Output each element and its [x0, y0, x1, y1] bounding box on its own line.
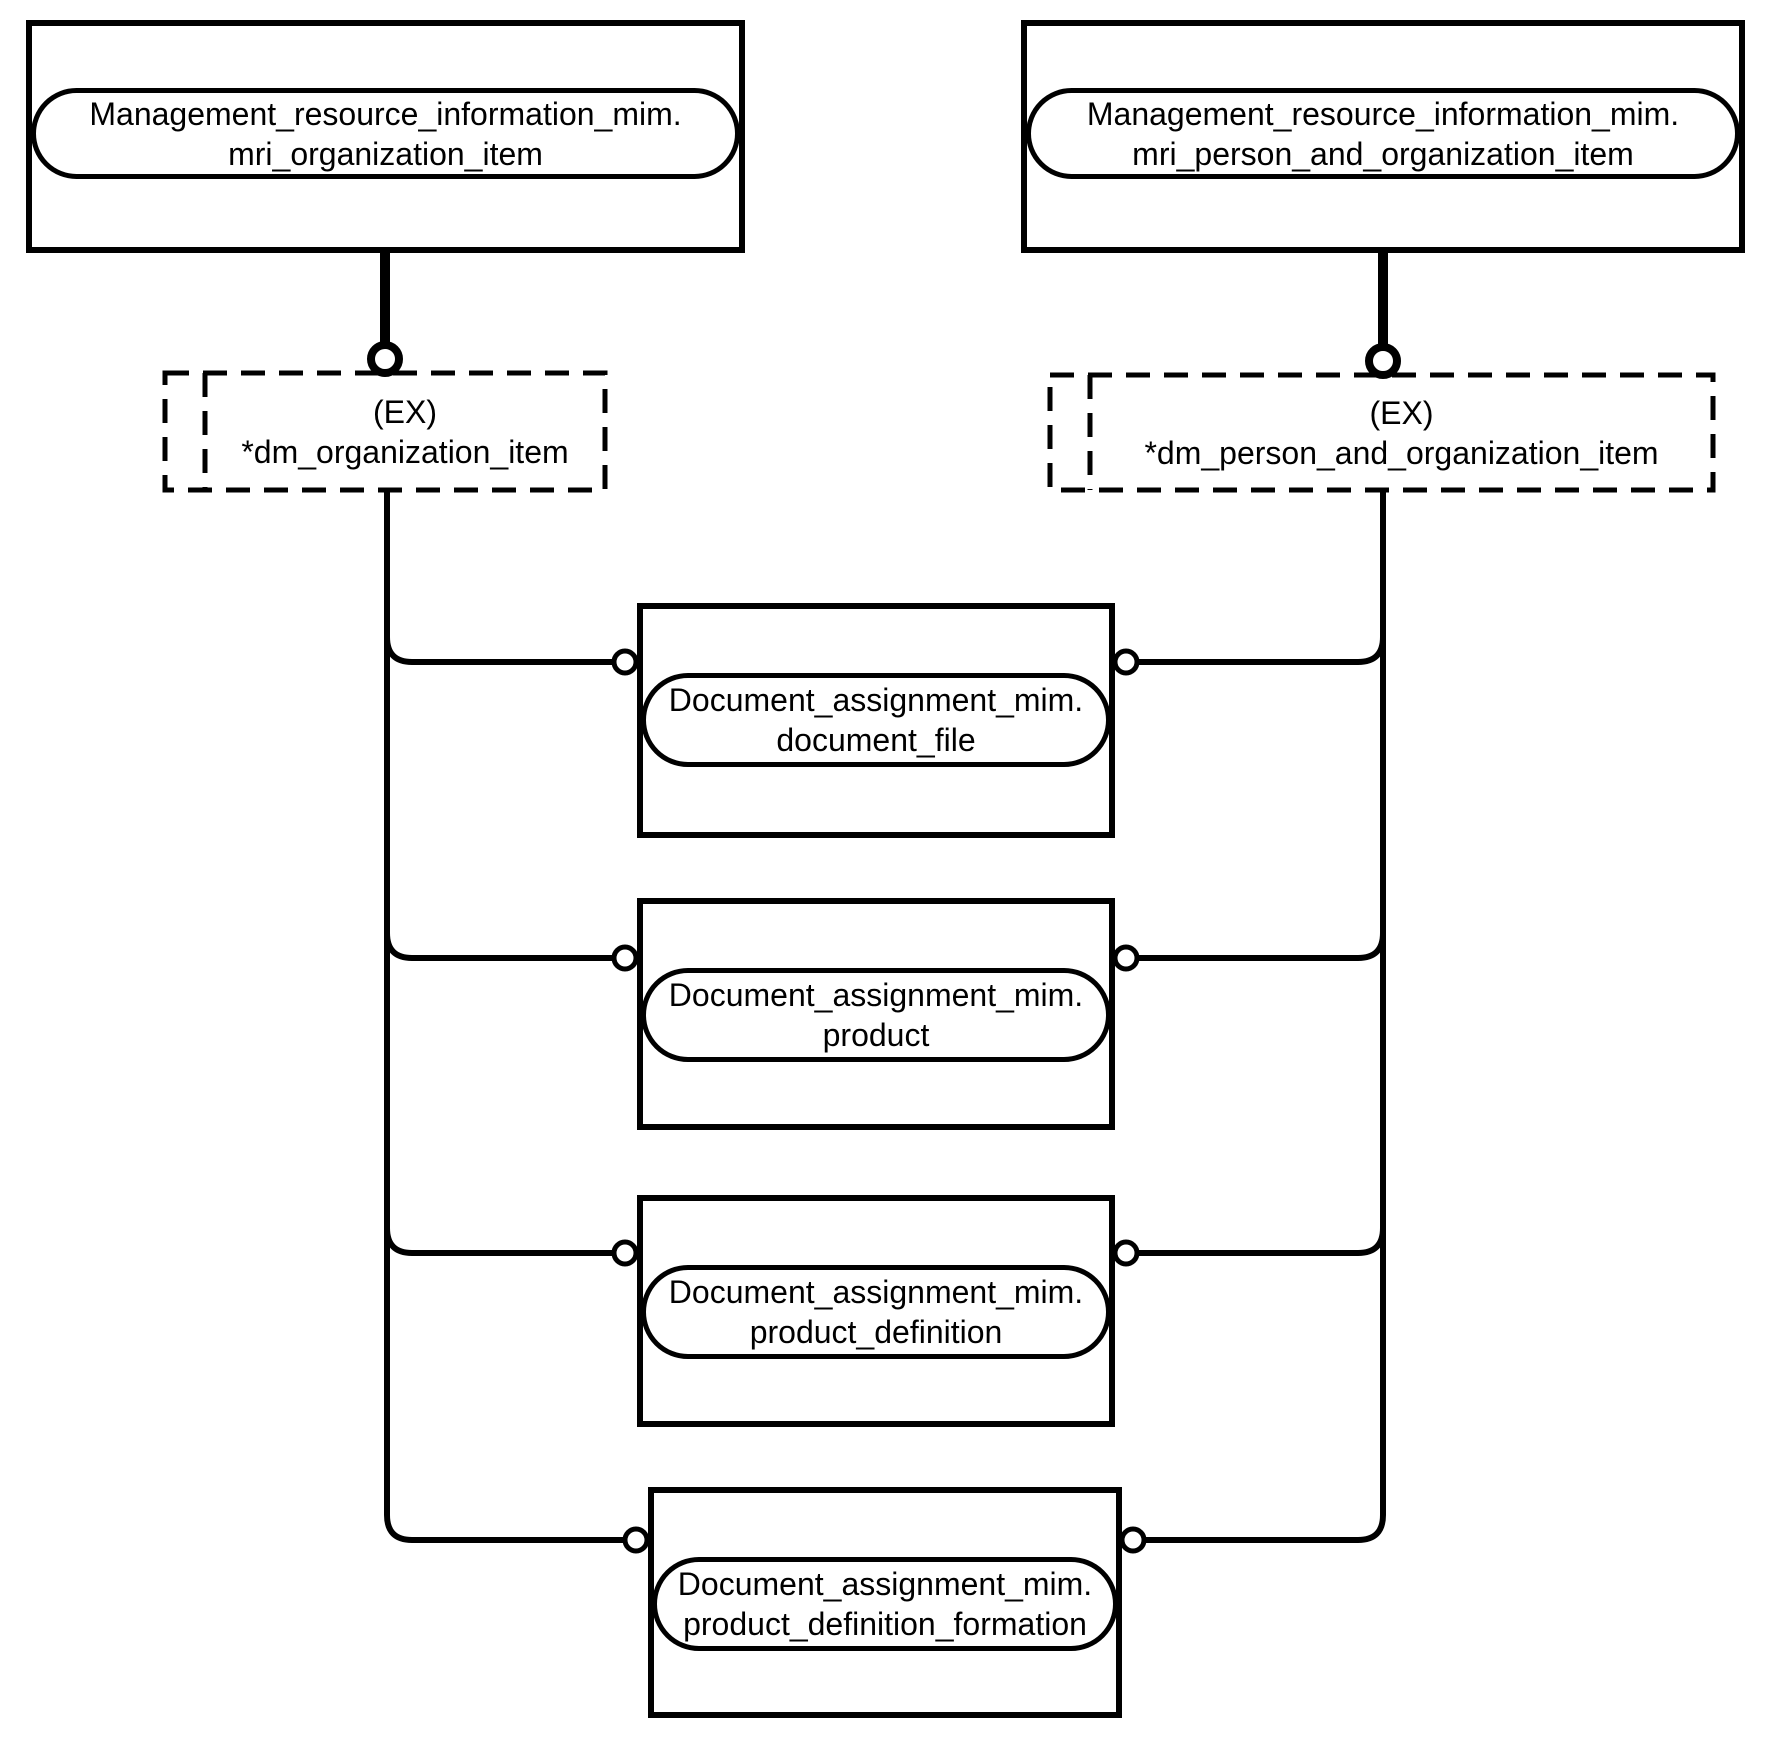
entity-label-line1: Document_assignment_mim. — [668, 1274, 1084, 1310]
branch-left-1 — [384, 636, 614, 665]
external-ref-dm-person-and-organization-item[interactable]: (EX) *dm_person_and_organization_item — [1090, 375, 1713, 490]
entity-box-product: Document_assignment_mim. product — [637, 898, 1115, 1130]
entity-box-document-file: Document_assignment_mim. document_file — [637, 603, 1115, 838]
entity-label-line2: document_file — [776, 722, 976, 758]
entity-box-mri-person-and-organization-item: Management_resource_information_mim. mri… — [1021, 20, 1745, 253]
entity-box-product-definition-formation: Document_assignment_mim. product_definit… — [648, 1487, 1122, 1718]
branch-right-3 — [1137, 1227, 1386, 1256]
connector-circle-left-3 — [611, 1239, 639, 1267]
external-ref-name: *dm_organization_item — [241, 433, 569, 470]
rail-left — [384, 490, 625, 1543]
entity-label-line2: product — [822, 1017, 930, 1053]
entity-product-definition[interactable]: Document_assignment_mim. product_definit… — [641, 1265, 1111, 1359]
entity-document-file[interactable]: Document_assignment_mim. document_file — [641, 673, 1111, 767]
entity-product[interactable]: Document_assignment_mim. product — [641, 968, 1111, 1062]
external-ref-dm-organization-item[interactable]: (EX) *dm_organization_item — [205, 373, 605, 490]
entity-label-line2: product_definition_formation — [683, 1606, 1087, 1642]
branch-left-2 — [384, 932, 614, 961]
external-ref-tag: (EX) — [373, 393, 437, 430]
entity-box-product-definition: Document_assignment_mim. product_definit… — [637, 1195, 1115, 1427]
branch-left-3 — [384, 1227, 614, 1256]
connector-circle-right-2 — [1112, 944, 1140, 972]
entity-label-line2: mri_organization_item — [228, 135, 543, 172]
entity-mri-person-and-organization-item[interactable]: Management_resource_information_mim. mri… — [1026, 88, 1740, 179]
branch-right-1 — [1137, 636, 1386, 665]
connector-circle-left-4 — [622, 1526, 650, 1554]
entity-label-line2: product_definition — [749, 1314, 1003, 1350]
connector-circle-left-1 — [611, 648, 639, 676]
entity-label-line1: Document_assignment_mim. — [677, 1566, 1093, 1602]
entity-product-definition-formation[interactable]: Document_assignment_mim. product_definit… — [652, 1557, 1118, 1651]
connector-circle-right-4 — [1119, 1526, 1147, 1554]
connector-circle-right-1 — [1112, 648, 1140, 676]
page-reference-circle-right — [1365, 343, 1401, 379]
entity-label-line2: mri_person_and_organization_item — [1132, 135, 1634, 172]
connector-circle-left-2 — [611, 944, 639, 972]
external-ref-name: *dm_person_and_organization_item — [1144, 434, 1659, 471]
connector-circle-right-3 — [1112, 1239, 1140, 1267]
page-reference-circle-left — [367, 341, 403, 377]
entity-label-line1: Document_assignment_mim. — [668, 977, 1084, 1013]
entity-box-mri-organization-item: Management_resource_information_mim. mri… — [26, 20, 745, 253]
rail-right — [1144, 490, 1386, 1543]
entity-label-line1: Document_assignment_mim. — [668, 682, 1084, 718]
entity-mri-organization-item[interactable]: Management_resource_information_mim. mri… — [31, 88, 740, 179]
branch-right-2 — [1137, 932, 1386, 961]
entity-label-line1: Management_resource_information_mim. — [1086, 95, 1680, 132]
external-ref-tag: (EX) — [1369, 394, 1434, 431]
entity-label-line1: Management_resource_information_mim. — [89, 95, 682, 132]
